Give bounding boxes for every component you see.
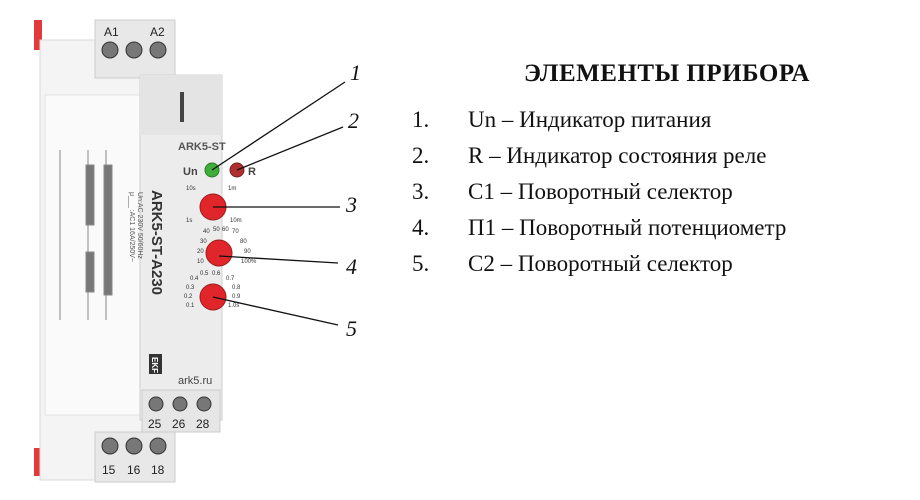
legend-text: П1 – Поворотный потенциометр (468, 215, 787, 240)
svg-text:10s: 10s (186, 186, 196, 192)
svg-text:90: 90 (244, 249, 251, 255)
legend-num: 5. (412, 251, 430, 276)
svg-text:0.2: 0.2 (184, 294, 193, 300)
svg-text:20: 20 (197, 249, 204, 255)
slot (180, 92, 184, 122)
svg-text:50: 50 (213, 227, 220, 233)
svg-text:0.6: 0.6 (212, 271, 221, 277)
callout-lines (211, 81, 346, 326)
legend-num: 3. (412, 179, 430, 204)
svg-text:10m: 10m (230, 218, 242, 224)
svg-text:0.5: 0.5 (200, 271, 209, 277)
callout-4: 4 (346, 254, 357, 279)
svg-text:1m: 1m (228, 186, 236, 192)
svg-text:70: 70 (232, 229, 239, 235)
svg-text:80: 80 (240, 239, 247, 245)
legend-num: 1. (412, 107, 430, 132)
svg-text:100%: 100% (241, 259, 257, 265)
svg-text:0.7: 0.7 (226, 276, 235, 282)
timing-diagram (59, 150, 113, 320)
selector1-scale: 10s 1m 1s 10m (186, 186, 242, 224)
spec-line-1: Un:AC 230V 50/60Hz (136, 192, 143, 259)
mid-screws (148, 396, 212, 412)
terminal-label-25: 25 (148, 417, 162, 431)
callout-3: 3 (345, 192, 357, 217)
spec-line-2: μ___ :AC1 16A/250V~ (128, 192, 135, 262)
svg-text:0.4: 0.4 (190, 276, 199, 282)
terminal-label-26: 26 (172, 417, 186, 431)
legend: ЭЛЕМЕНТЫ ПРИБОРА 1. Un – Индикатор питани… (412, 60, 810, 282)
model-top-label: ARK5-ST (178, 141, 226, 153)
terminal-label-16: 16 (127, 463, 141, 477)
legend-num: 4. (412, 215, 430, 240)
legend-item: 3. С1 – Поворотный селектор (412, 174, 810, 210)
callout-5: 5 (346, 316, 357, 341)
svg-text:0.3: 0.3 (186, 285, 195, 291)
terminal-label-15: 15 (102, 463, 116, 477)
model-side-label: ARK5-ST-A230 (148, 190, 165, 295)
legend-item: 2. R – Индикатор состояния реле (412, 138, 810, 174)
svg-text:10: 10 (197, 259, 204, 265)
svg-text:40: 40 (203, 229, 210, 235)
legend-text: С2 – Поворотный селектор (468, 251, 733, 276)
legend-item: 5. С2 – Поворотный селектор (412, 246, 810, 282)
svg-text:30: 30 (200, 239, 207, 245)
callout-1: 1 (350, 60, 361, 85)
legend-item: 1. Un – Индикатор питания (412, 102, 810, 138)
red-edge-bottom (34, 448, 42, 476)
svg-text:0.9: 0.9 (232, 294, 241, 300)
led-r-label: R (248, 166, 256, 178)
red-edge-top (34, 20, 42, 50)
legend-title: ЭЛЕМЕНТЫ ПРИБОРА (524, 60, 810, 87)
svg-text:0.1: 0.1 (186, 303, 195, 309)
legend-num: 2. (412, 143, 430, 168)
svg-text:60: 60 (222, 227, 229, 233)
svg-text:1.0s: 1.0s (228, 303, 239, 309)
svg-text:1s: 1s (186, 218, 192, 224)
brand-logo (149, 354, 162, 374)
top-screws (101, 41, 167, 59)
svg-text:0.8: 0.8 (232, 285, 241, 291)
terminal-label-18: 18 (151, 463, 165, 477)
legend-item: 4. П1 – Поворотный потенциометр (412, 210, 810, 246)
potentiometer-p1-knob[interactable] (205, 239, 233, 267)
callout-2: 2 (348, 108, 359, 133)
led-un-label: Un (183, 166, 198, 178)
legend-text: Un – Индикатор питания (468, 107, 712, 132)
legend-text: R – Индикатор состояния реле (468, 143, 767, 168)
website-label: ark5.ru (178, 375, 212, 387)
brand-mark-text: EKF (150, 357, 159, 373)
terminal-label-a1: A1 (104, 25, 119, 39)
terminal-label-a2: A2 (150, 25, 165, 39)
legend-text: С1 – Поворотный селектор (468, 179, 733, 204)
terminal-label-28: 28 (196, 417, 210, 431)
bottom-screws (101, 437, 167, 455)
